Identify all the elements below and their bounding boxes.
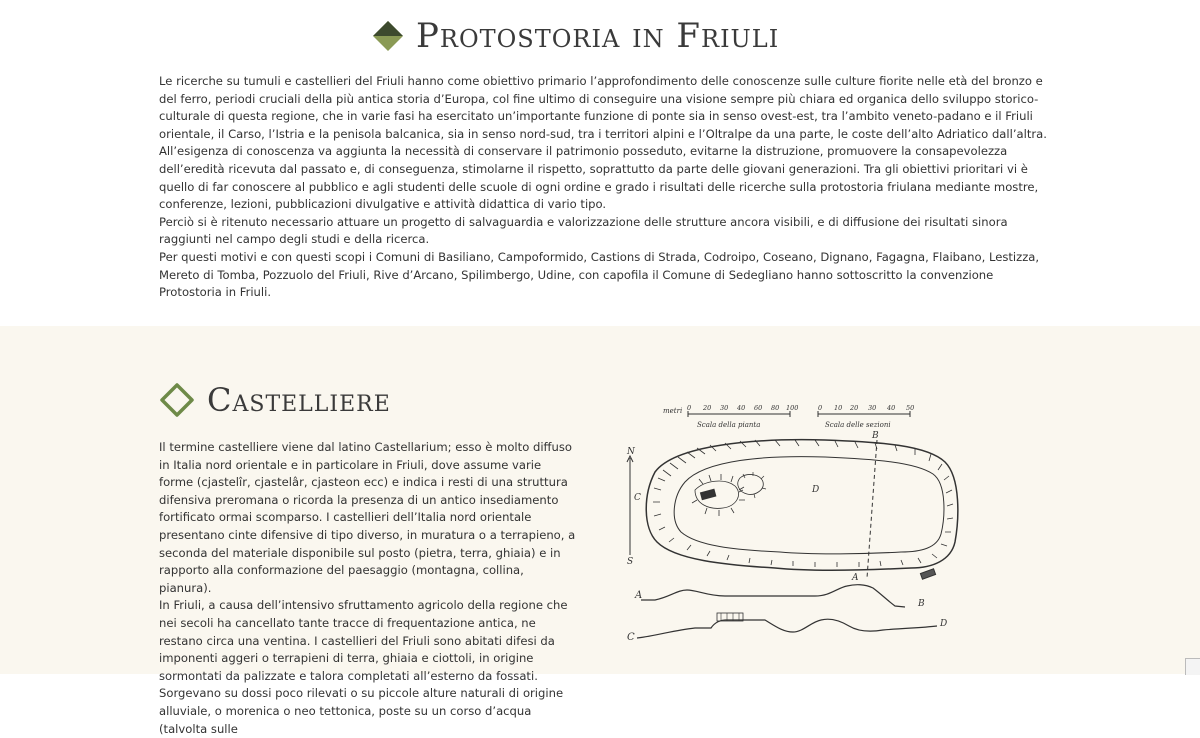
label-a: A xyxy=(851,573,859,583)
section-label-d: D xyxy=(939,619,947,629)
scale-left-caption: Scala della pianta xyxy=(697,421,760,429)
corner-widget[interactable] xyxy=(1185,658,1200,675)
intro-section: Protostoria in Friuli Le ricerche su tum… xyxy=(0,0,1200,326)
label-north: N xyxy=(626,447,636,457)
scale-left-tick: 30 xyxy=(720,404,728,412)
scale-right-tick: 10 xyxy=(834,404,842,412)
scale-left-tick: 20 xyxy=(702,404,711,412)
intro-paragraph-1: Le ricerche su tumuli e castellieri del … xyxy=(159,74,1047,141)
intro-paragraph-2: All’esigenza di conoscenza va aggiunta l… xyxy=(159,144,1039,212)
scale-left-unit: metri xyxy=(663,407,682,415)
scale-right-tick: 40 xyxy=(886,404,895,412)
scale-right-tick: 50 xyxy=(906,404,914,412)
scale-right-tick: 30 xyxy=(868,404,876,412)
label-b: B xyxy=(871,431,879,441)
scale-left-tick: 40 xyxy=(736,404,745,412)
scale-left-tick: 100 xyxy=(786,404,798,412)
castelliere-section: Castelliere xyxy=(0,326,1200,674)
section-title-row: Castelliere xyxy=(159,381,391,419)
section-label-c: C xyxy=(627,632,635,643)
scale-left-tick: 80 xyxy=(771,404,779,412)
scale-right-tick: 0 xyxy=(818,404,822,412)
castelliere-text: Il termine castelliere viene dal latino … xyxy=(159,439,577,738)
castelliere-plan-drawing: metri 0 20 30 40 60 80 100 Scala della p… xyxy=(626,404,959,643)
section-title: Castelliere xyxy=(207,381,391,419)
castelliere-paragraph-2: In Friuli, a causa dell’intensivo sfrutt… xyxy=(159,598,568,736)
label-south: S xyxy=(627,557,633,567)
section-title-row: Protostoria in Friuli xyxy=(372,16,779,56)
section-label-b: B xyxy=(917,599,925,609)
scale-left-tick: 60 xyxy=(754,404,762,412)
diamond-outline-icon xyxy=(160,383,194,417)
page-title: Protostoria in Friuli xyxy=(416,16,780,56)
diamond-icon xyxy=(373,21,403,51)
scale-right-tick: 20 xyxy=(849,404,858,412)
intro-paragraph-3: Perciò si è ritenuto necessario attuare … xyxy=(159,214,1008,247)
intro-text: Le ricerche su tumuli e castellieri del … xyxy=(159,73,1049,302)
scale-right-caption: Scala delle sezioni xyxy=(825,421,891,429)
scale-left-tick: 0 xyxy=(687,404,691,412)
intro-paragraph-4: Per questi motivi e con questi scopi i C… xyxy=(159,249,1040,300)
label-c: C xyxy=(634,493,641,503)
label-d: D xyxy=(811,485,819,495)
section-label-a: A xyxy=(634,590,642,601)
castelliere-paragraph-1: Il termine castelliere viene dal latino … xyxy=(159,440,576,595)
